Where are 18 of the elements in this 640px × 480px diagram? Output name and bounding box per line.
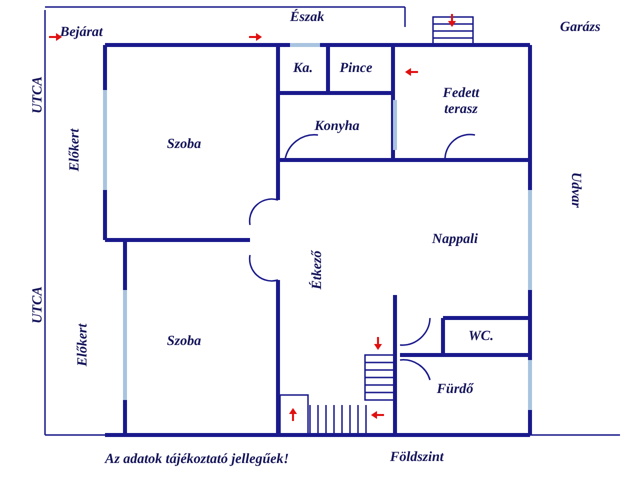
note-text: Az adatok tájékoztató jellegűek! [105,452,289,468]
room-label: Fürdő [423,382,487,398]
room-label: Nappali [423,232,487,248]
area-label: Garázs [560,20,600,36]
room-label: Konyha [305,119,369,135]
floor-label: Földszint [390,450,444,466]
room-label: Fedett terasz [429,86,493,118]
room-label: WC. [449,329,513,345]
area-label: Előkert [74,324,91,366]
street-label: UTCA [30,76,46,114]
room-label: Étkező [310,238,326,302]
area-label: Előkert [66,128,83,172]
street-label: UTCA [30,286,46,324]
entrance-label: Bejárat [60,25,103,41]
room-label: Szoba [152,334,216,350]
room-label: Szoba [152,137,216,153]
compass-label: Észak [290,10,324,26]
area-label: Udvar [566,172,583,208]
